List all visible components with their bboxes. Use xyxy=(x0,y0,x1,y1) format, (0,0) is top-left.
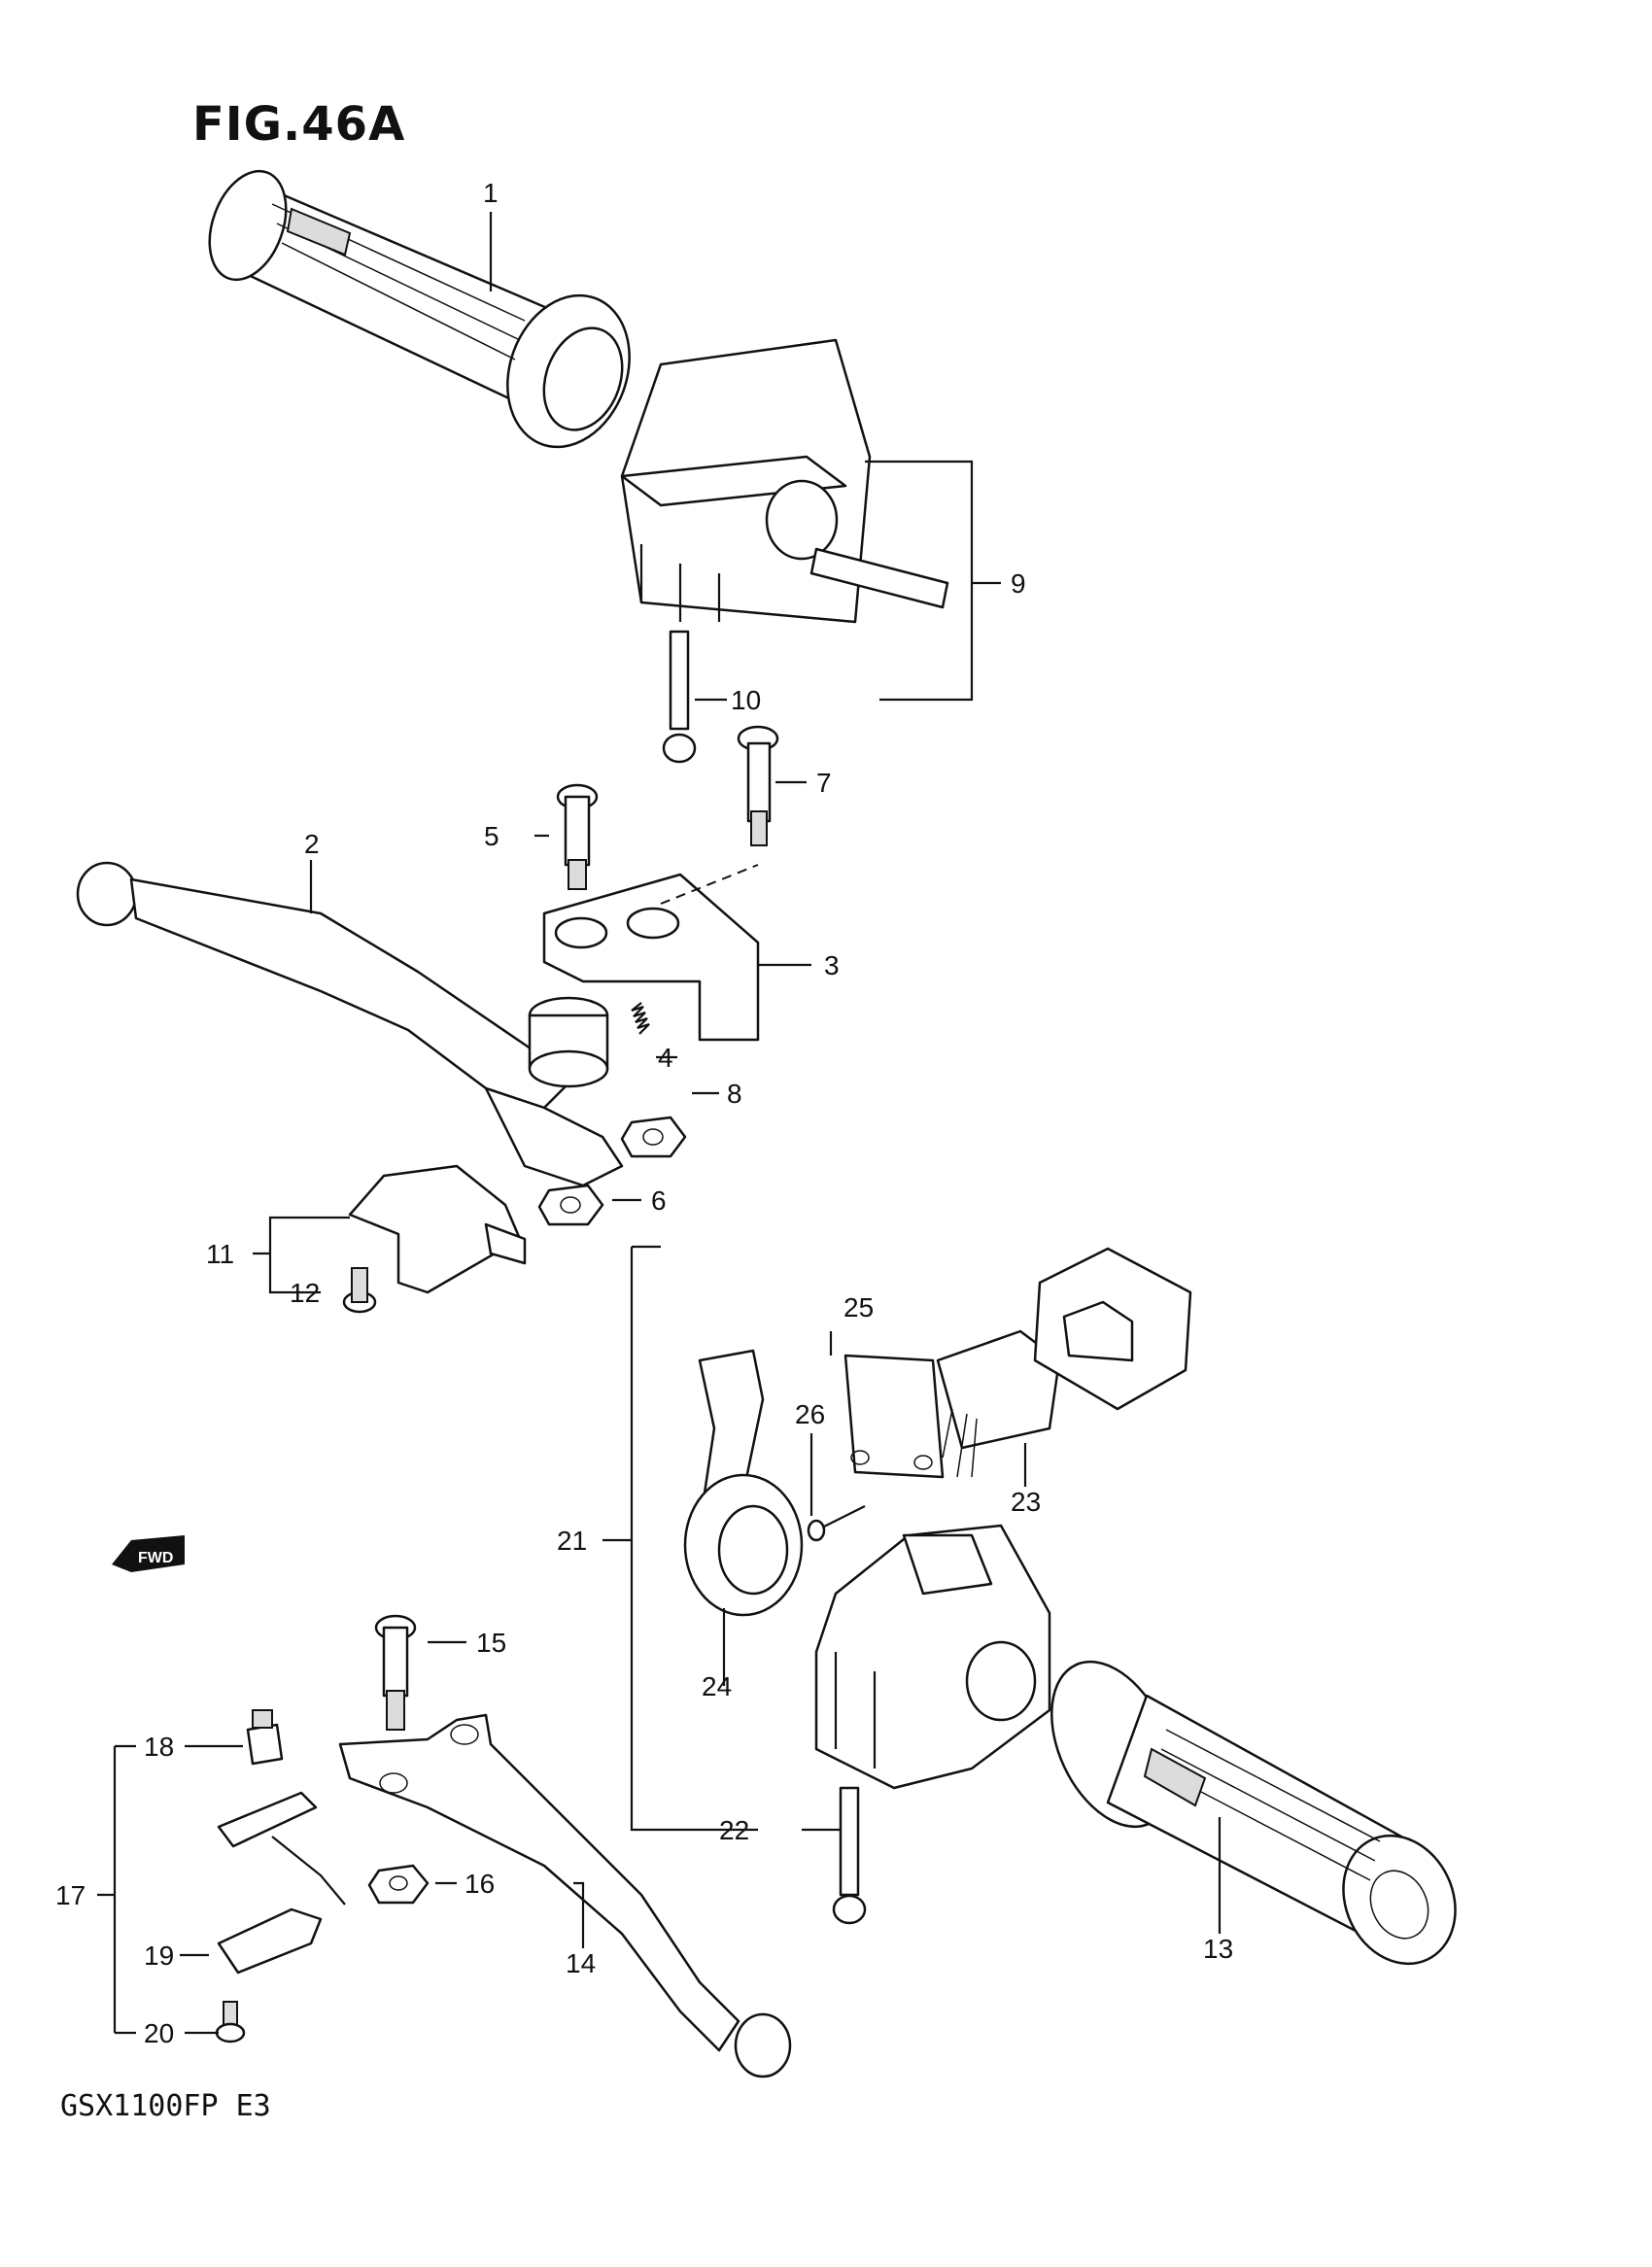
callout-14: 14 xyxy=(566,1948,596,1978)
callout-18: 18 xyxy=(144,1732,174,1762)
clutch-switch-plate xyxy=(217,1791,346,1906)
callout-26: 26 xyxy=(795,1399,825,1429)
switch-plate xyxy=(843,1354,945,1479)
lever-spring xyxy=(631,1002,650,1035)
lever-pivot-bolt xyxy=(374,1614,417,1731)
housing-screw-right xyxy=(832,1786,867,1925)
callout-4: 4 xyxy=(658,1043,673,1073)
callout-23: 23 xyxy=(1011,1487,1041,1517)
callout-5: 5 xyxy=(484,821,499,851)
callout-21: 21 xyxy=(557,1526,587,1556)
clutch-lever xyxy=(338,1713,792,2078)
callout-11: 11 xyxy=(206,1239,234,1269)
right-switch-housing xyxy=(814,1524,1051,1790)
callout-20: 20 xyxy=(144,2018,174,2048)
callout-10: 10 xyxy=(731,685,761,715)
callout-15: 15 xyxy=(476,1628,506,1658)
callout-19: 19 xyxy=(144,1941,174,1971)
callout-12: 12 xyxy=(290,1278,320,1308)
reservoir-cap xyxy=(528,996,609,1088)
callout-17: 17 xyxy=(55,1880,86,1910)
callout-7: 7 xyxy=(816,768,832,798)
switch-screw xyxy=(342,1267,377,1314)
callout-16: 16 xyxy=(465,1869,495,1899)
callout-2: 2 xyxy=(304,829,320,859)
pivot-bolt xyxy=(737,725,779,846)
hex-nut-lower xyxy=(537,1184,604,1226)
left-switch-housing xyxy=(620,338,949,624)
callout-3: 3 xyxy=(824,950,840,980)
forward-direction-badge: FWD xyxy=(112,1535,185,1572)
figure-title: FIG.46A xyxy=(192,97,406,152)
leader-lines xyxy=(97,212,1222,2035)
callout-9: 9 xyxy=(1011,568,1026,599)
left-handlebar-grip xyxy=(208,169,631,449)
callout-labels: 1 2 3 4 5 6 7 8 9 10 11 12 13 14 15 16 1… xyxy=(55,178,1233,2048)
callout-24: 24 xyxy=(702,1671,732,1701)
model-code: GSX1100FP E3 xyxy=(60,2089,271,2123)
callout-25: 25 xyxy=(843,1292,874,1322)
callout-6: 6 xyxy=(651,1185,667,1216)
throttle-grip-drum xyxy=(683,1349,804,1617)
callout-22: 22 xyxy=(719,1815,749,1845)
callout-1: 1 xyxy=(483,178,499,208)
lever-bracket xyxy=(542,864,760,1042)
fwd-label: FWD xyxy=(138,1550,173,1566)
clutch-switch-screw xyxy=(215,2001,246,2044)
switch-cover xyxy=(1033,1247,1192,1411)
brake-light-switch xyxy=(348,1164,527,1294)
switch-clip xyxy=(246,1709,284,1766)
plate-screw xyxy=(807,1505,866,1542)
lever-bolt xyxy=(556,783,599,890)
hex-nut-upper xyxy=(620,1116,687,1158)
lever-nut xyxy=(367,1864,430,1905)
right-handlebar-grip xyxy=(1050,1660,1457,1966)
clutch-switch xyxy=(217,1907,323,1975)
front-lever xyxy=(76,861,624,1187)
callout-8: 8 xyxy=(727,1079,742,1109)
housing-screw-long xyxy=(662,630,697,764)
switch-unit xyxy=(936,1329,1061,1478)
callout-13: 13 xyxy=(1203,1934,1233,1964)
